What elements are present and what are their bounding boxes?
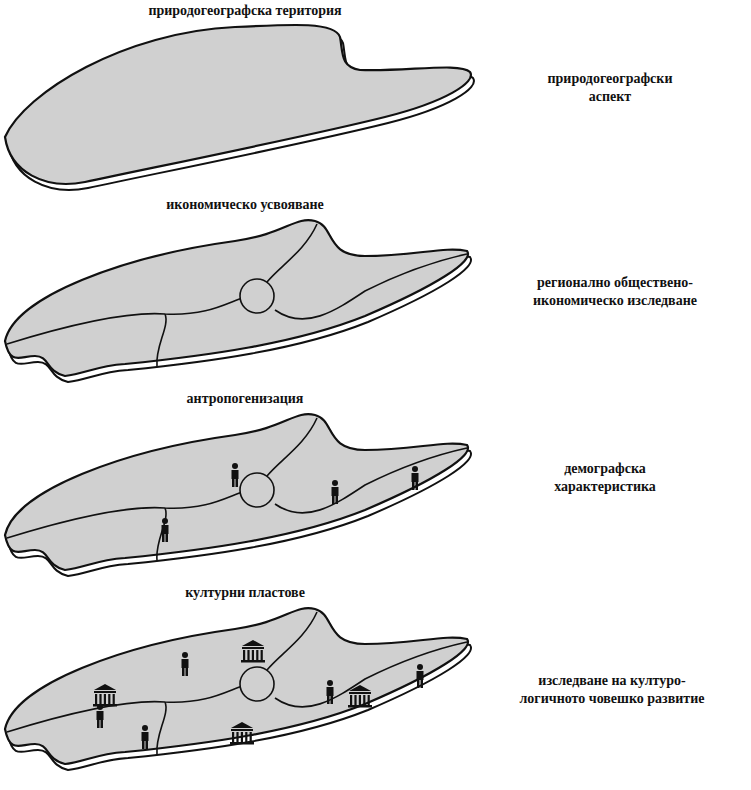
aspect-label: изследване на културо- логичното човешко…	[517, 672, 707, 708]
region-outline	[5, 22, 480, 197]
person-icon	[327, 680, 334, 704]
person-icon	[162, 518, 169, 542]
region-title: антропогенизация	[5, 390, 485, 407]
road-line	[7, 298, 242, 344]
infrastructure	[7, 612, 467, 754]
center-circle	[240, 279, 274, 313]
aspect-label: регионално обществено- икономическо изсл…	[495, 274, 735, 310]
museum-icon	[241, 640, 265, 663]
road-line	[267, 612, 317, 670]
aspect-label: природогеографски аспект	[525, 70, 695, 106]
road-line	[275, 642, 467, 707]
map-region: природогеографска територия	[5, 2, 485, 197]
person-icon	[232, 463, 239, 487]
road-line	[275, 254, 467, 319]
region-fill	[5, 25, 471, 184]
region-title: природогеографска територия	[5, 2, 485, 19]
aspect-label: демографска характеристика	[520, 460, 690, 496]
person-icon	[182, 652, 189, 676]
road-line	[7, 686, 242, 732]
person-icon	[142, 725, 149, 749]
road-line	[267, 418, 317, 476]
museum-icon	[230, 722, 254, 745]
center-circle	[240, 473, 274, 507]
person-icon	[417, 664, 424, 688]
infrastructure	[7, 418, 467, 560]
region-fill	[5, 608, 468, 764]
region-outline	[5, 604, 480, 779]
region-fill	[5, 220, 468, 376]
museum-icon	[348, 685, 372, 708]
person-icon	[412, 466, 419, 490]
region-title: културни пластове	[5, 584, 485, 601]
infrastructure	[7, 224, 467, 366]
museum-icon	[93, 684, 117, 707]
road-line	[267, 224, 317, 282]
person-icon	[332, 480, 339, 504]
road-line	[157, 702, 166, 754]
region-outline	[5, 410, 480, 585]
region-title: икономическо усвояване	[5, 196, 485, 213]
map-region: културни пластове	[5, 584, 485, 779]
center-circle	[240, 667, 274, 701]
road-line	[157, 314, 166, 366]
map-region: антропогенизация	[5, 390, 485, 585]
map-region: икономическо усвояване	[5, 196, 485, 391]
road-line	[275, 448, 467, 513]
region-outline	[5, 216, 480, 391]
road-line	[7, 492, 242, 538]
region-fill	[5, 414, 468, 570]
person-icon	[97, 704, 104, 728]
